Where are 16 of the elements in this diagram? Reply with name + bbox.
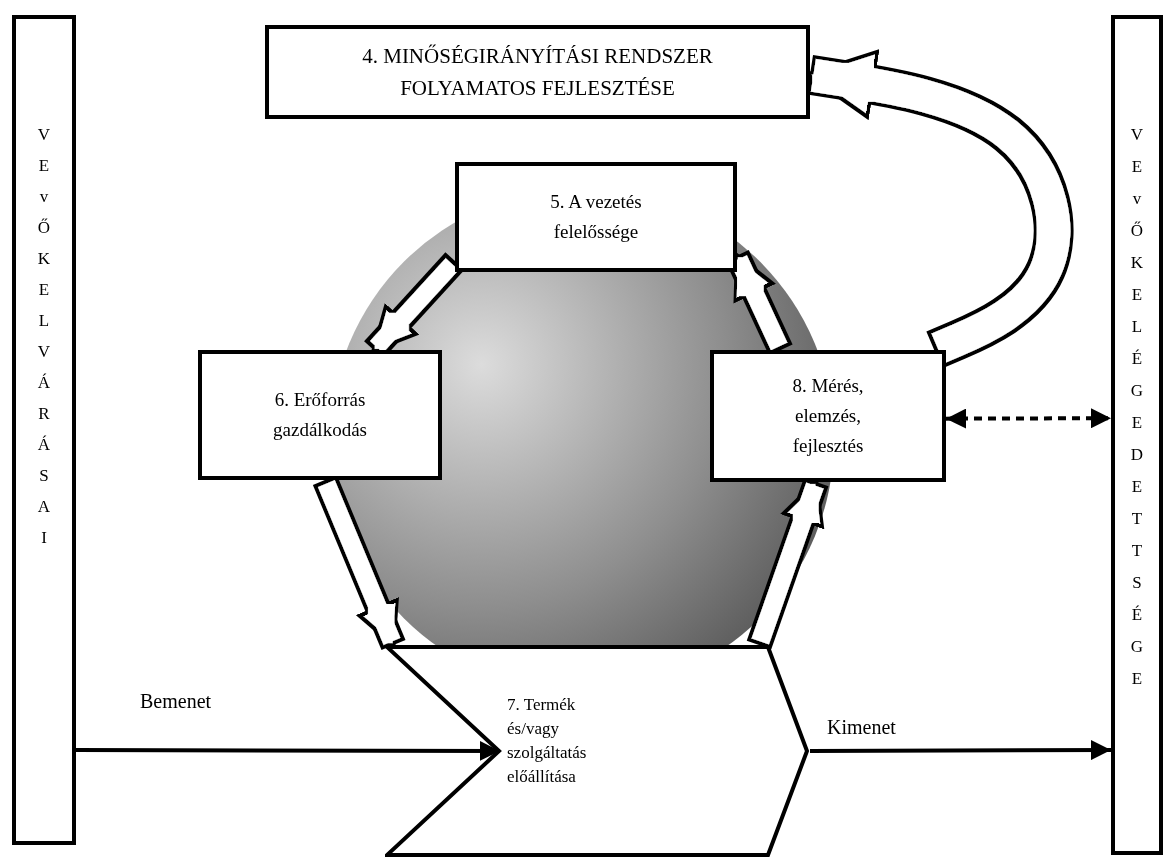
box-label: VEvŐK ELVÁRÁSAI [37,124,51,549]
box-label: 7. Termék és/vagy szolgáltatás előállítása [507,694,588,788]
box-label: VEvŐK ELÉGEDETTSÉGE [1130,124,1144,690]
chevron-shape [385,645,810,857]
box-label: 6. Erőforrás gazdálkodás [272,388,368,442]
side-column [1111,15,1163,855]
process-box [198,350,442,480]
arrow [810,740,1111,761]
side-column [12,15,76,845]
box-label: 8. Mérés, elemzés, fejlesztés [791,374,865,458]
box-label: 4. MINŐSÉGIRÁNYÍTÁSI RENDSZER FOLYAMATOS FEJLESZTÉSE [361,43,714,102]
process-box [265,25,810,119]
box-label: 5. A vezetés felelőssége [549,190,643,244]
process-box [710,350,946,482]
dashed-arrow [946,408,1111,429]
process-box [455,162,737,272]
